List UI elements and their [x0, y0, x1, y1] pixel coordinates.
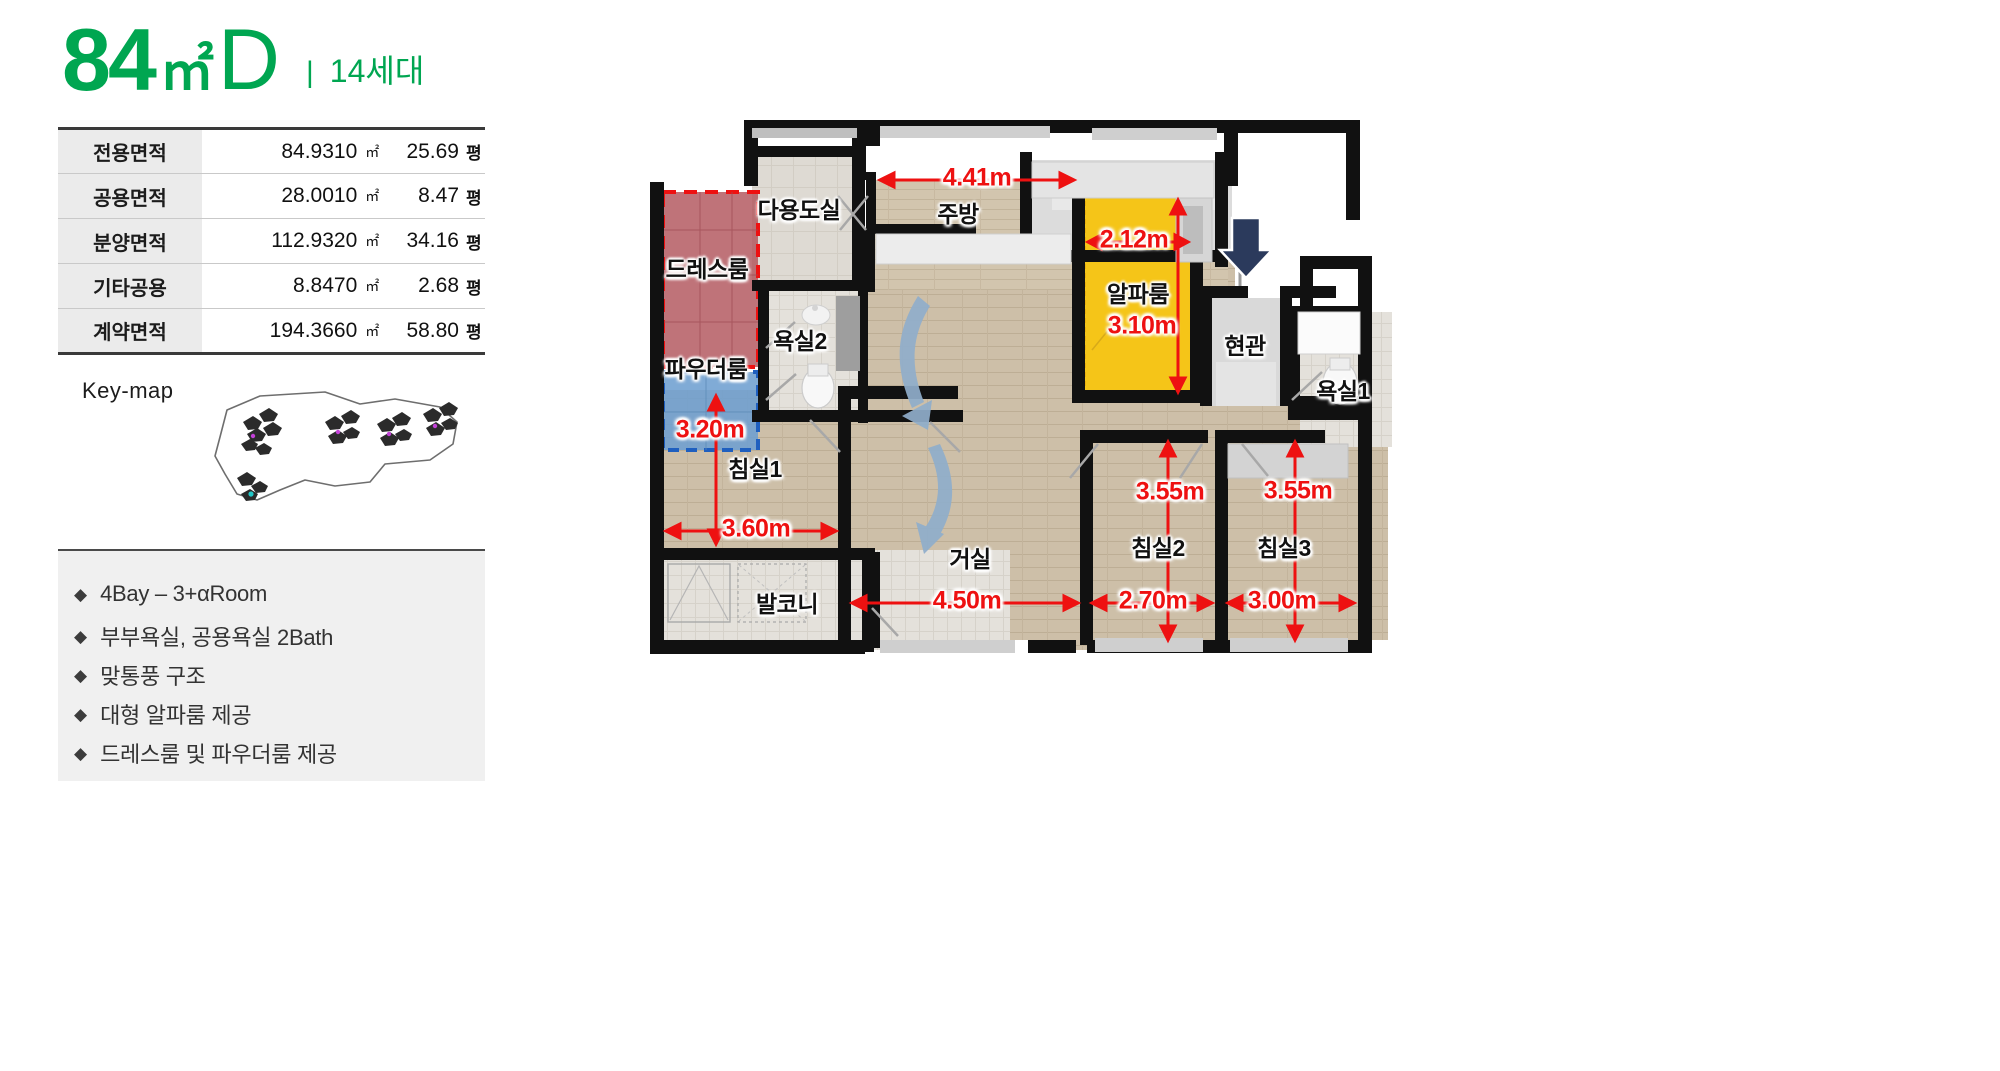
- page-title: 84 ㎡ D | 14세대: [62, 10, 425, 109]
- household-count: 14세대: [329, 52, 425, 89]
- row-pyeong: 34.16: [387, 218, 459, 264]
- door-swings: [765, 195, 1323, 637]
- keymap-diagram: [214, 391, 458, 501]
- row-pyeong: 2.68: [387, 263, 459, 309]
- row-sqm: 194.3660: [201, 308, 362, 355]
- dimension-label-bed2-width: 2.70m: [1118, 586, 1188, 615]
- table-row: 전용면적 84.9310 ㎡ 25.69 평: [58, 127, 485, 174]
- building-cluster-2: [325, 410, 360, 444]
- diamond-bullet-icon: ◆: [74, 584, 88, 604]
- room-label-bedroom1: 침실1: [728, 456, 782, 482]
- area-unit-text: ㎡: [159, 40, 214, 101]
- list-item: ◆ 맞통풍 구조: [74, 659, 206, 691]
- row-sqm-unit: ㎡: [361, 173, 388, 219]
- row-label: 전용면적: [58, 127, 202, 174]
- room-label-bathroom2: 욕실2: [773, 328, 827, 354]
- area-value: 84: [62, 10, 157, 109]
- feature-text: 부부욕실, 공용욕실 2Bath: [100, 625, 334, 650]
- row-sqm-unit: ㎡: [361, 308, 388, 355]
- feature-text: 4Bay – 3+αRoom: [100, 581, 267, 606]
- room-label-balcony: 발코니: [756, 591, 818, 617]
- info-panel: 84 ㎡ D | 14세대 전용면적 84.9310 ㎡ 25.69 평 공용면…: [0, 0, 640, 1071]
- entrance-arrow-icon: [1217, 216, 1275, 280]
- dimension-label-bed3-width: 3.00m: [1247, 586, 1317, 615]
- row-pyeong-unit: 평: [459, 308, 485, 355]
- room-label-powderroom: 파우더룸: [664, 356, 748, 382]
- row-label: 기타공용: [58, 263, 202, 309]
- table-row: 공용면적 28.0010 ㎡ 8.47 평: [58, 173, 485, 219]
- row-pyeong-unit: 평: [459, 218, 485, 264]
- list-item: ◆ 4Bay – 3+αRoom: [74, 581, 267, 607]
- room-label-dressroom: 드레스룸: [665, 256, 749, 282]
- row-sqm: 8.8470: [201, 263, 362, 309]
- dimension-label-living-width: 4.50m: [932, 586, 1002, 615]
- dimension-arrows: [662, 170, 1358, 644]
- section-divider: [58, 549, 485, 551]
- row-label: 공용면적: [58, 173, 202, 219]
- room-label-alpharoom: 알파룸: [1107, 281, 1169, 307]
- area-unit: ㎡: [160, 44, 214, 98]
- floorplan: 다용도실 주방 드레스룸 욕실2 알파룸 현관 욕실1 파우더룸 침실1 거실 …: [640, 100, 1770, 670]
- room-label-kitchen: 주방: [937, 201, 979, 227]
- diamond-bullet-icon: ◆: [74, 704, 88, 724]
- dimension-label-bed1-depth: 3.20m: [675, 415, 745, 444]
- list-item: ◆ 부부욕실, 공용욕실 2Bath: [74, 620, 333, 652]
- list-item: ◆ 대형 알파룸 제공: [74, 698, 252, 730]
- row-sqm-unit: ㎡: [361, 218, 388, 264]
- row-pyeong-unit: 평: [459, 127, 485, 174]
- building-cluster-1: [241, 408, 282, 455]
- row-sqm: 28.0010: [201, 173, 362, 219]
- table-row: 기타공용 8.8470 ㎡ 2.68 평: [58, 263, 485, 309]
- feature-text: 드레스룸 및 파우더룸 제공: [100, 742, 337, 767]
- dimension-label-alpha-width: 2.12m: [1099, 225, 1169, 254]
- dimension-label-kitchen-width: 4.41m: [942, 163, 1012, 192]
- table-row: 계약면적 194.3660 ㎡ 58.80 평: [58, 308, 485, 355]
- keymap-title: Key-map: [82, 378, 174, 403]
- room-label-entrance: 현관: [1224, 333, 1266, 359]
- feature-list: ◆ 4Bay – 3+αRoom ◆ 부부욕실, 공용욕실 2Bath ◆ 맞통…: [58, 551, 485, 781]
- row-pyeong: 8.47: [387, 173, 459, 219]
- room-label-livingroom: 거실: [949, 546, 991, 572]
- row-pyeong-unit: 평: [459, 263, 485, 309]
- row-pyeong: 58.80: [387, 308, 459, 355]
- floorplan-drawing: [650, 120, 1392, 654]
- row-sqm-unit: ㎡: [361, 127, 388, 174]
- row-pyeong: 25.69: [387, 127, 459, 174]
- dimension-label-bed1-width: 3.60m: [721, 514, 791, 543]
- row-sqm: 84.9310: [201, 127, 362, 174]
- list-item: ◆ 드레스룸 및 파우더룸 제공: [74, 737, 337, 769]
- diamond-bullet-icon: ◆: [74, 665, 88, 685]
- room-label-utility: 다용도실: [757, 197, 841, 223]
- type-letter: D: [217, 11, 280, 108]
- dimension-label-bed2-depth: 3.55m: [1135, 477, 1205, 506]
- dimension-label-alpha-depth: 3.10m: [1107, 311, 1177, 340]
- row-label: 계약면적: [58, 308, 202, 355]
- row-pyeong-unit: 평: [459, 173, 485, 219]
- room-label-bedroom2: 침실2: [1131, 535, 1185, 561]
- row-sqm-unit: ㎡: [361, 263, 388, 309]
- room-label-bedroom3: 침실3: [1257, 535, 1311, 561]
- diamond-bullet-icon: ◆: [74, 743, 88, 763]
- table-row: 분양면적 112.9320 ㎡ 34.16 평: [58, 218, 485, 264]
- feature-text: 맞통풍 구조: [100, 664, 206, 689]
- airflow-arrow-icon: [899, 296, 953, 554]
- dimension-label-bed3-depth: 3.55m: [1263, 476, 1333, 505]
- row-sqm: 112.9320: [201, 218, 362, 264]
- title-separator: |: [306, 55, 314, 89]
- area-table: 전용면적 84.9310 ㎡ 25.69 평 공용면적 28.0010 ㎡ 8.…: [58, 127, 485, 355]
- row-label: 분양면적: [58, 218, 202, 264]
- feature-text: 대형 알파룸 제공: [100, 703, 252, 728]
- keymap-highlight-marker: [248, 423, 438, 497]
- diamond-bullet-icon: ◆: [74, 626, 88, 646]
- building-cluster-3: [377, 412, 412, 446]
- site-boundary: [214, 391, 458, 501]
- room-label-bathroom1: 욕실1: [1316, 378, 1370, 404]
- building-cluster-4: [423, 402, 458, 436]
